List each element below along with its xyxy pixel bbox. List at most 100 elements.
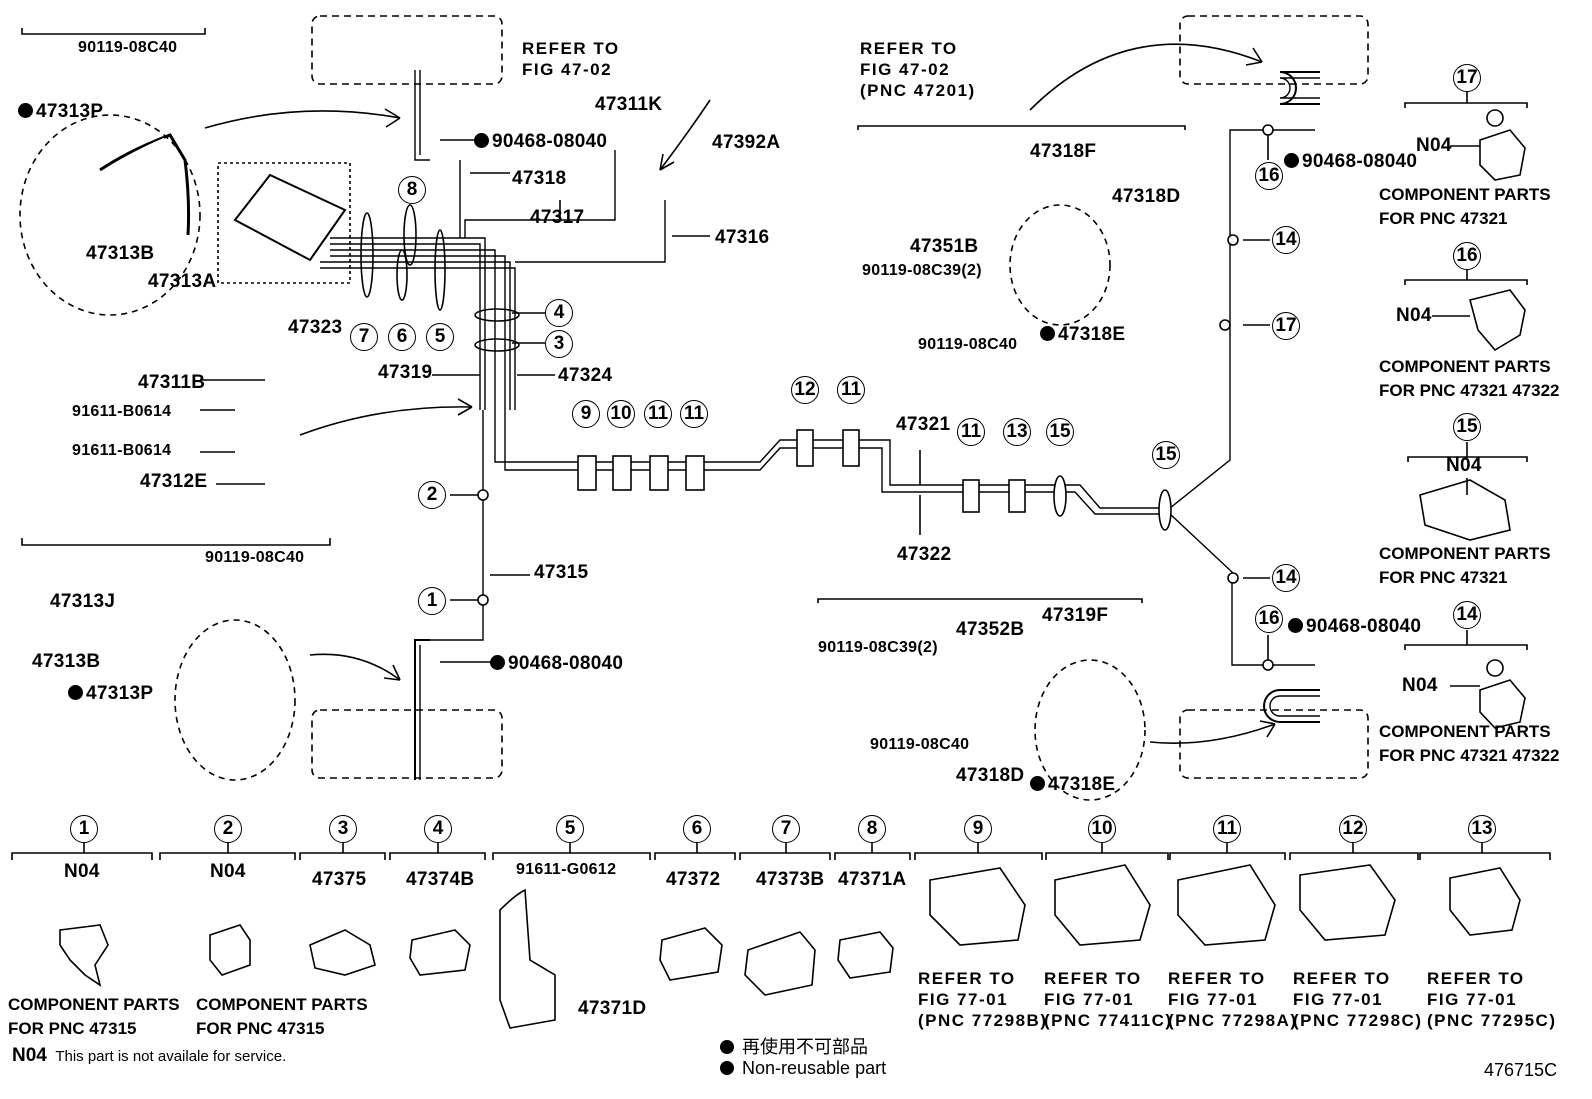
- label-47319f: 47319F: [1042, 605, 1109, 626]
- side-callout-17: 17: [1453, 64, 1481, 92]
- refer-line: FIG 77-01: [1044, 990, 1135, 1009]
- callout-11-d: 11: [957, 418, 985, 446]
- refer-line: FIG 77-01: [1293, 990, 1384, 1009]
- label-90468-08040-b: 90468-08040: [490, 654, 623, 673]
- clip-shape-4: [409, 929, 471, 976]
- callout-2: 2: [418, 481, 446, 509]
- refer-line: REFER TO: [1293, 969, 1391, 988]
- caption-line: FOR PNC 47321: [1379, 209, 1508, 228]
- clip-shape-2: [209, 924, 251, 976]
- callout-11-b: 11: [680, 400, 708, 428]
- label-90119-08c40-b: 90119-08C40: [205, 549, 305, 566]
- clamp-callout-12: 12: [1339, 815, 1367, 843]
- caption-line: FOR PNC 47321 47322: [1379, 381, 1560, 400]
- clamp-callout-5: 5: [556, 815, 584, 843]
- label-47318d-b: 47318D: [956, 765, 1025, 786]
- callout-1: 1: [418, 587, 446, 615]
- refer-line: FIG 77-01: [918, 990, 1009, 1009]
- clamp-label-5: 91611-G0612: [516, 861, 617, 878]
- label-47318f: 47318F: [1030, 141, 1097, 162]
- dashed-box-top-right: [1179, 15, 1369, 85]
- clamp-callout-4: 4: [424, 815, 452, 843]
- side-callout-14: 14: [1453, 601, 1481, 629]
- clamp-callout-11: 11: [1213, 815, 1241, 843]
- label-47313b-a: 47313B: [86, 243, 155, 264]
- label-90119-08c40-c: 90119-08C40: [918, 336, 1018, 353]
- clamp-callout-6: 6: [683, 815, 711, 843]
- callout-14-b: 14: [1272, 564, 1300, 592]
- label-47316: 47316: [715, 227, 770, 248]
- refer-top-left: REFER TO FIG 47-02: [522, 38, 620, 80]
- side-label-15: N04: [1446, 455, 1482, 476]
- label-47318e-a: 47318E: [1040, 325, 1125, 344]
- callout-15-a: 15: [1046, 418, 1074, 446]
- caption-line: COMPONENT PARTS: [1379, 544, 1551, 563]
- clip-shape-7: [744, 931, 816, 996]
- side-label-17: N04: [1416, 135, 1452, 156]
- label-91611-b0614-b: 91611-B0614: [72, 442, 172, 459]
- callout-8: 8: [398, 176, 426, 204]
- callout-13: 13: [1003, 418, 1031, 446]
- clamp-label-7: 47373B: [756, 869, 825, 890]
- clamp-label-3: 47375: [312, 869, 367, 890]
- bullet-icon: [720, 1061, 734, 1075]
- refer-line: (PNC 77411C): [1044, 1011, 1173, 1030]
- refer-line: REFER TO: [1427, 969, 1525, 988]
- clamp-label-1: N04: [64, 861, 100, 882]
- label-90468-08040-a: 90468-08040: [474, 132, 607, 151]
- refer-line: FIG 47-02: [860, 60, 951, 79]
- label-47313a: 47313A: [148, 271, 217, 292]
- side-caption-16: COMPONENT PARTS FOR PNC 47321 47322: [1379, 355, 1560, 403]
- label-47313b-b: 47313B: [32, 651, 101, 672]
- refer-line: FIG 77-01: [1427, 990, 1518, 1009]
- clamp-label-8: 47371A: [838, 869, 907, 890]
- footnote-text: This part is not availale for service.: [55, 1048, 287, 1065]
- refer-line: FIG 77-01: [1168, 990, 1259, 1009]
- clamp-callout-13: 13: [1468, 815, 1496, 843]
- label-47317: 47317: [530, 207, 585, 228]
- callout-15-b: 15: [1152, 441, 1180, 469]
- clamp-callout-3: 3: [329, 815, 357, 843]
- callout-7: 7: [350, 323, 378, 351]
- clamp-refer-10: REFER TO FIG 77-01 (PNC 77411C): [1044, 968, 1173, 1031]
- bullet-icon: [720, 1040, 734, 1054]
- side-caption-15: COMPONENT PARTS FOR PNC 47321: [1379, 542, 1551, 590]
- caption-line: FOR PNC 47315: [8, 1019, 137, 1038]
- refer-line: REFER TO: [918, 969, 1016, 988]
- clamp-caption-1: COMPONENT PARTS FOR PNC 47315: [8, 993, 180, 1041]
- side-caption-14: COMPONENT PARTS FOR PNC 47321 47322: [1379, 720, 1560, 768]
- side-label-14: N04: [1402, 675, 1438, 696]
- label-47318: 47318: [512, 168, 567, 189]
- label-91611-b0614-a: 91611-B0614: [72, 403, 172, 420]
- refer-line: (PNC 77298A): [1168, 1011, 1298, 1030]
- refer-line: (PNC 77295C): [1427, 1011, 1557, 1030]
- caption-line: FOR PNC 47315: [196, 1019, 325, 1038]
- clamp-callout-10: 10: [1088, 815, 1116, 843]
- label-47313j: 47313J: [50, 591, 116, 612]
- label-90119-08c39-a: 90119-08C39(2): [862, 262, 982, 279]
- refer-line: REFER TO: [522, 39, 620, 58]
- callout-16-b: 16: [1255, 605, 1283, 633]
- clip-shape-11: [1177, 864, 1276, 946]
- clamp-caption-2: COMPONENT PARTS FOR PNC 47315: [196, 993, 368, 1041]
- label-47322: 47322: [897, 544, 952, 565]
- refer-top-right: REFER TO FIG 47-02 (PNC 47201): [860, 38, 976, 101]
- label-47352b: 47352B: [956, 619, 1025, 640]
- callout-11-c: 11: [837, 376, 865, 404]
- label-90119-08c40-d: 90119-08C40: [870, 736, 970, 753]
- footnote-code: N04: [12, 1045, 47, 1066]
- label-47312e: 47312E: [140, 471, 208, 492]
- footnote: N04 This part is not availale for servic…: [12, 1045, 286, 1067]
- legend-jp-text: 再使用不可部品: [742, 1037, 868, 1057]
- callout-17: 17: [1272, 312, 1300, 340]
- callout-3: 3: [545, 330, 573, 358]
- callout-14-a: 14: [1272, 226, 1300, 254]
- label-47392a: 47392A: [712, 132, 781, 153]
- clip-shape-3: [309, 929, 376, 976]
- caption-line: FOR PNC 47321 47322: [1379, 746, 1560, 765]
- clip-shape-6: [659, 927, 723, 981]
- callout-6: 6: [388, 323, 416, 351]
- label-47313p-b: 47313P: [68, 684, 153, 703]
- clamp-callout-2: 2: [214, 815, 242, 843]
